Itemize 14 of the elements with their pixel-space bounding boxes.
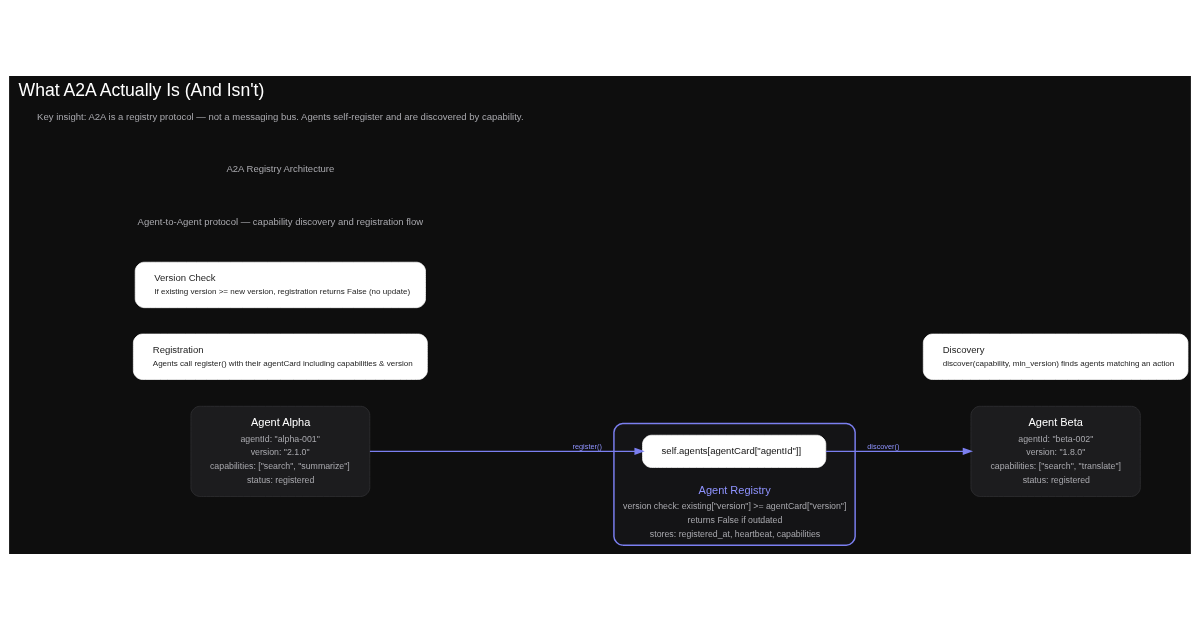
node-box: self.agents[agentCard["agentId"]] xyxy=(642,434,827,468)
edge-label: register() xyxy=(572,442,602,452)
label: A2A Registry Architecture xyxy=(226,163,335,175)
label: Agent-to-Agent protocol — capability discovery and registration flow xyxy=(137,216,424,228)
arrow xyxy=(825,447,974,455)
arrow xyxy=(369,447,645,455)
node-box: Agent Beta agentId: "beta-002" version: "1.8.0" capabilities: ["search", "translate"] status: registered xyxy=(970,405,1141,497)
node-box: Registration Agents call register() with their agentCard including capabilities & version xyxy=(133,333,428,380)
edge-label: discover() xyxy=(867,442,900,452)
node-box: Agent Alpha agentId: "alpha-001" version: "2.1.0" capabilities: ["search", "summarize"] status: registered xyxy=(190,405,371,497)
diagram-title: What A2A Actually Is (And Isn't) xyxy=(18,79,265,100)
label: Key insight: A2A is a registry protocol — not a messaging bus. Agents self-register and are discovered by capability. xyxy=(37,110,524,122)
node-box: Discovery discover(capability, min_version) finds agents matching an action xyxy=(922,333,1189,380)
node-box: Version Check If existing version >= new version, registration returns False (no update) xyxy=(134,261,426,309)
